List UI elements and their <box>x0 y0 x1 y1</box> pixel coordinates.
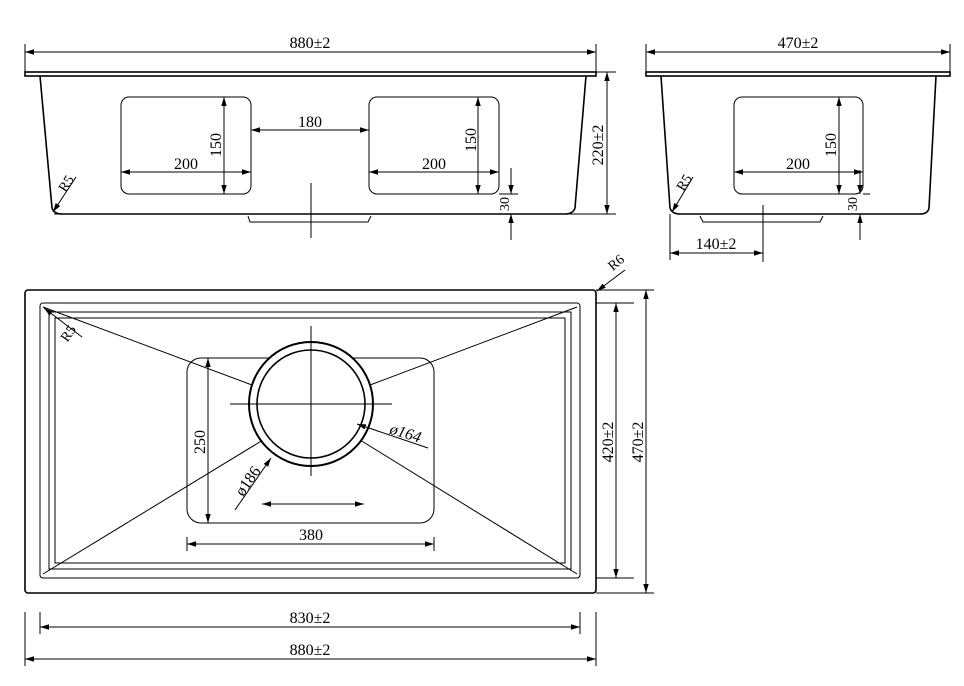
top-inner-width-label: 830±2 <box>290 610 331 627</box>
front-basket-right <box>368 96 500 195</box>
top-outer-width-label: 880±2 <box>290 642 331 659</box>
front-radius-label: R5 <box>56 173 77 195</box>
top-slope-line-bl <box>42 439 264 575</box>
front-basket-left <box>120 96 252 195</box>
side-flange <box>645 71 951 77</box>
top-view: 250 380 ø186 ø164 R6 R5 420±2 470±2 830± <box>24 252 654 666</box>
side-drain-outline <box>699 215 824 223</box>
side-basket-width-label: 200 <box>786 156 810 173</box>
top-inner-rim <box>39 302 581 579</box>
front-basket-left-width-label: 200 <box>174 156 198 173</box>
top-drain-inner-label: ø164 <box>387 421 424 447</box>
front-height-label: 220±2 <box>590 125 607 166</box>
top-pad-width-label: 380 <box>299 527 323 544</box>
front-drain-outline <box>247 215 372 223</box>
top-drain-outer-leader <box>234 457 272 511</box>
front-basket-left-height-label: 150 <box>208 133 225 157</box>
side-basket-height-label: 150 <box>823 133 840 157</box>
top-outer-rim <box>24 289 597 594</box>
front-flange <box>24 71 597 77</box>
front-offset-label: 30 <box>498 197 513 211</box>
front-bowl-outline <box>39 75 587 215</box>
top-drain-outer-label: ø186 <box>232 463 264 499</box>
side-basket <box>733 96 864 195</box>
top-outer-depth-label: 470±2 <box>630 422 647 463</box>
side-drain-offset-label: 140±2 <box>696 236 737 253</box>
side-view: 470±2 200 150 30 R5 140±2 <box>645 35 951 262</box>
front-view: 880±2 200 150 200 150 180 30 220±2 <box>24 35 616 240</box>
top-inner-radius-leader <box>43 307 83 338</box>
front-radius-leader <box>52 176 77 213</box>
side-radius-label: R5 <box>674 172 695 194</box>
side-bowl-outline <box>660 75 937 215</box>
top-outer-radius-label: R6 <box>606 252 628 274</box>
top-bowl-floor <box>54 317 566 564</box>
top-inner-depth-label: 420±2 <box>600 422 617 463</box>
side-depth-label: 470±2 <box>778 35 819 52</box>
side-radius-leader <box>671 176 694 213</box>
top-inner-radius-label: R5 <box>58 323 80 345</box>
top-slope-line-tl <box>42 306 253 386</box>
front-basket-right-height-label: 150 <box>463 128 480 152</box>
top-slope-line-br <box>359 439 578 575</box>
top-pad-height-label: 250 <box>192 430 209 454</box>
top-outer-radius-leader <box>596 269 626 292</box>
front-basket-gap-label: 180 <box>298 114 322 131</box>
top-slope-line-tr <box>369 306 578 386</box>
top-drain-inner-leader <box>356 423 429 449</box>
top-bowl-wall <box>48 311 572 570</box>
side-offset-label: 30 <box>846 197 861 211</box>
front-width-label: 880±2 <box>290 35 331 52</box>
front-basket-right-width-label: 200 <box>422 156 446 173</box>
